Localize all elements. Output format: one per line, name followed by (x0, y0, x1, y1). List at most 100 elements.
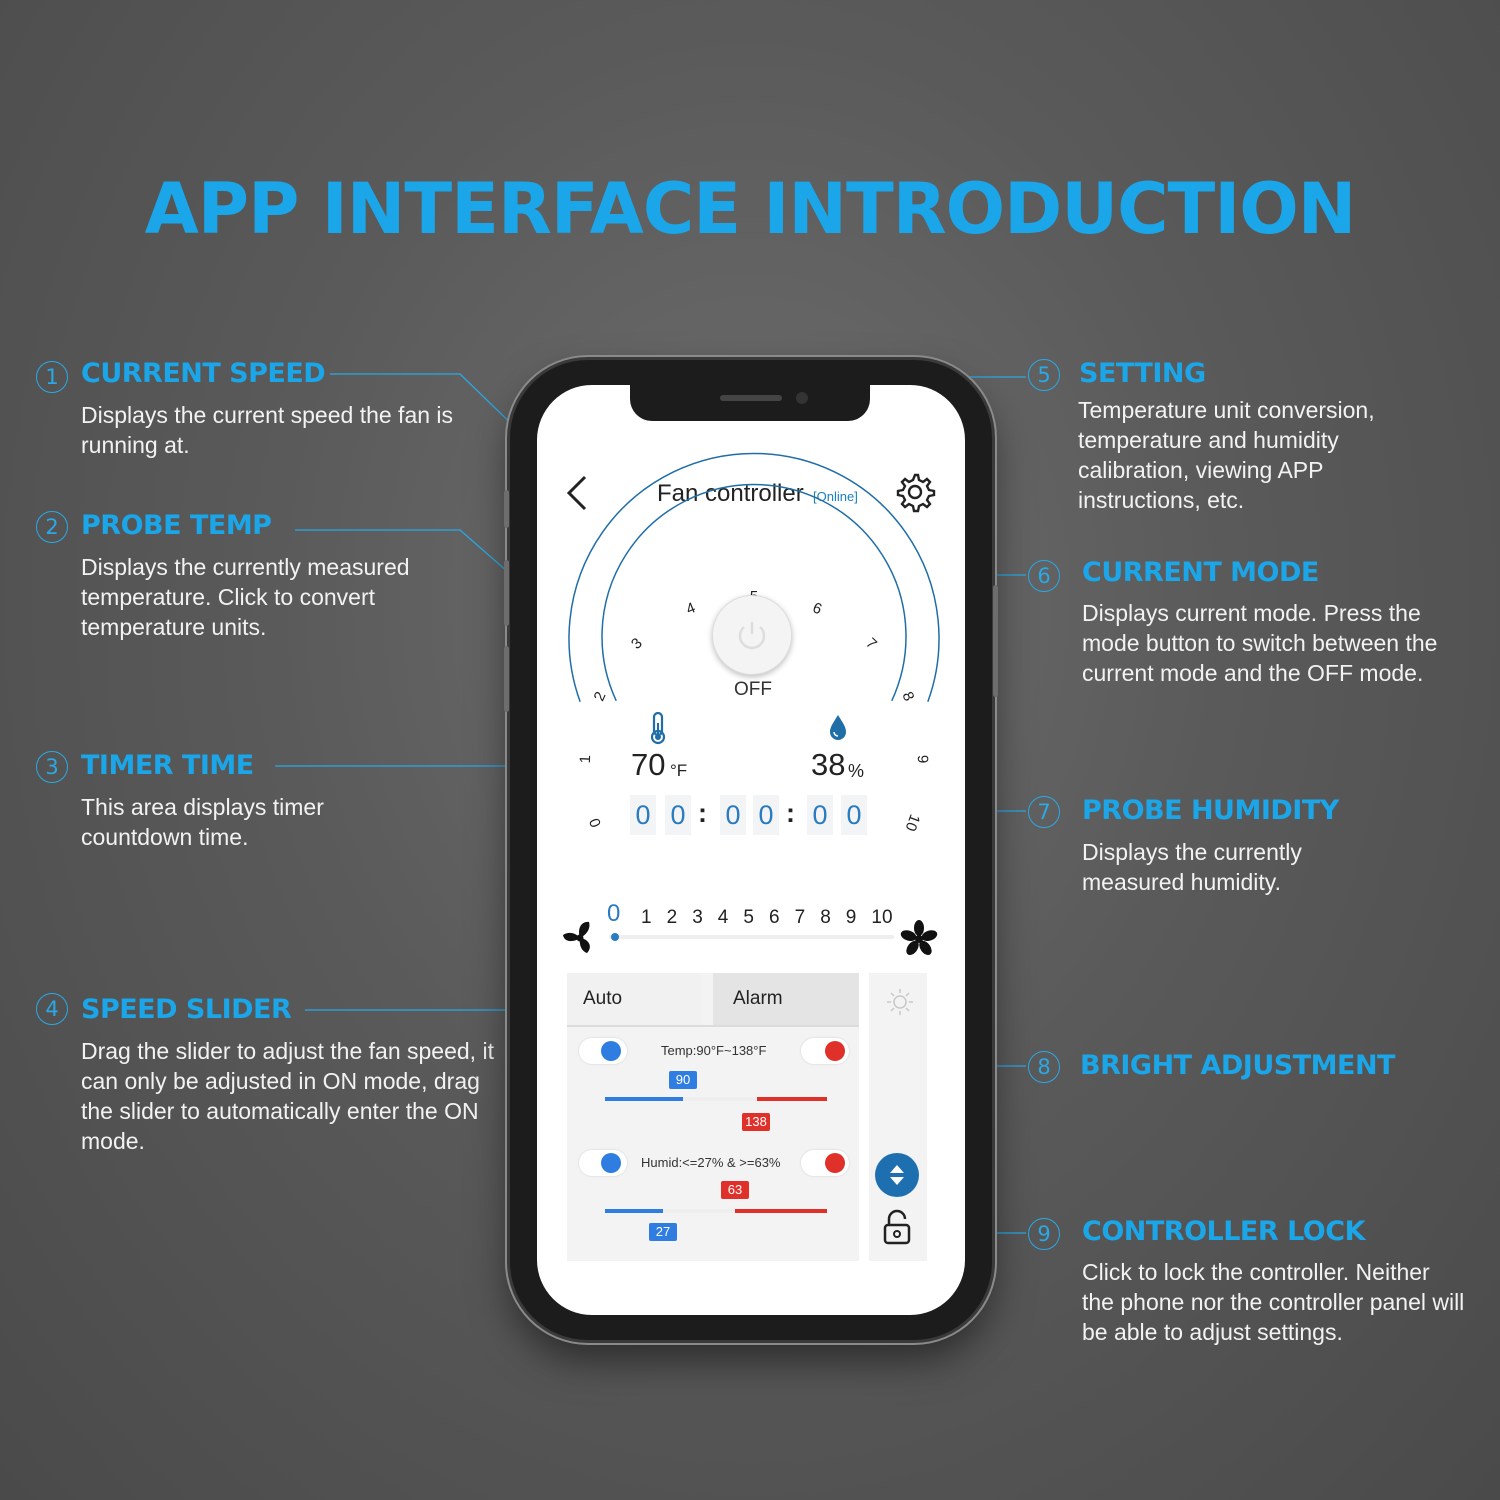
gear-icon[interactable] (894, 471, 936, 513)
speed-level-label[interactable]: 2 (666, 907, 678, 928)
temp-mid-range (683, 1097, 757, 1101)
callout-description: This area displays timer countdown time. (81, 794, 324, 850)
callout-heading: SPEED SLIDER (81, 994, 292, 1025)
callout-heading: SETTING (1079, 358, 1206, 389)
callout-number: 6 (1028, 560, 1060, 592)
phone-volume-down (504, 646, 509, 712)
humid-mid-range (663, 1209, 735, 1213)
temp-high-tag: 138 (742, 1113, 770, 1131)
speed-slider-track[interactable] (609, 935, 894, 939)
phone-silent-switch (504, 490, 509, 528)
humidity-unit: % (848, 761, 865, 781)
phone-notch (630, 385, 870, 421)
toggle-knob (601, 1041, 621, 1061)
probe-temperature[interactable]: 70 (631, 747, 666, 782)
speed-level-label[interactable]: 9 (845, 907, 857, 928)
timer-digit: 0 (753, 795, 779, 835)
callout-number: 2 (36, 511, 68, 543)
callout-number: 3 (36, 751, 68, 783)
speed-level-label[interactable]: 10 (871, 907, 893, 928)
temp-low-range[interactable] (605, 1097, 683, 1101)
timer-digit: 0 (630, 795, 656, 835)
mode-power-button[interactable] (712, 595, 792, 675)
dial-number: 7 (862, 635, 880, 653)
humid-high-range[interactable] (735, 1209, 827, 1213)
speed-slider-handle[interactable] (609, 931, 621, 943)
phone-power-button (993, 585, 998, 697)
mode-panel: Auto Alarm Temp:90°F~138°F 90 138 Humid:… (567, 973, 859, 1261)
notch-speaker (720, 395, 782, 401)
timer-digit: 0 (665, 795, 691, 835)
back-chevron-icon[interactable] (561, 473, 601, 513)
speed-level-label[interactable]: 7 (794, 907, 806, 928)
timer-digit: 0 (841, 795, 867, 835)
callout-number: 9 (1028, 1218, 1060, 1250)
speed-level-label[interactable]: 5 (743, 907, 754, 928)
speed-level-label[interactable]: 1 (641, 907, 652, 928)
callout-description: Displays the currently measured humidity… (1082, 839, 1302, 895)
speed-level-label[interactable]: 4 (717, 907, 729, 928)
dial-number: 4 (684, 599, 698, 618)
tab-divider (567, 1025, 859, 1027)
up-down-icon (890, 1165, 904, 1185)
callout-number: 7 (1028, 796, 1060, 828)
callout-number: 4 (36, 993, 68, 1025)
sun-icon[interactable] (885, 987, 915, 1017)
phone-volume-up (504, 560, 509, 626)
dial-number: 9 (914, 755, 931, 764)
callout-description: Displays current mode. Press the mode bu… (1082, 600, 1438, 686)
callout-description: Drag the slider to adjust the fan speed,… (81, 1038, 494, 1154)
dial-number: 8 (898, 689, 917, 704)
toggle-knob (825, 1041, 845, 1061)
water-drop-icon (830, 715, 846, 740)
dial-number: 3 (628, 635, 646, 653)
toggle-knob (601, 1153, 621, 1173)
thermometer-icon (650, 711, 666, 745)
tab-auto[interactable]: Auto (567, 973, 701, 1025)
speed-level-label[interactable]: 3 (692, 907, 703, 928)
tab-alarm[interactable]: Alarm (713, 973, 859, 1025)
connection-status: [Online] (813, 489, 858, 504)
temp-low-toggle[interactable] (579, 1038, 627, 1064)
callout-heading: PROBE TEMP (81, 510, 272, 541)
temp-high-range[interactable] (757, 1097, 827, 1101)
humid-high-toggle[interactable] (801, 1150, 849, 1176)
dial-number: 0 (586, 816, 605, 830)
dial-number: 1 (577, 755, 594, 764)
scroll-toggle-button[interactable] (875, 1153, 919, 1197)
humid-low-toggle[interactable] (579, 1150, 627, 1176)
callout-heading: CONTROLLER LOCK (1082, 1216, 1366, 1247)
lock-icon (883, 1209, 911, 1245)
dial-number: 10 (902, 812, 924, 833)
fan-large-icon (900, 920, 938, 956)
humid-low-tag: 27 (649, 1223, 677, 1241)
timer-digit: 0 (807, 795, 833, 835)
callout-description: Click to lock the controller. Neither th… (1082, 1259, 1465, 1345)
callout-number: 5 (1028, 359, 1060, 391)
callout-number: 1 (36, 361, 68, 393)
callout-heading: BRIGHT ADJUSTMENT (1080, 1050, 1395, 1081)
callout-heading: CURRENT SPEED (81, 358, 326, 389)
speed-current-value: 0 (607, 900, 621, 927)
probe-humidity: 38 (811, 747, 846, 782)
temperature-unit[interactable]: °F (670, 761, 688, 780)
speed-level-label[interactable]: 8 (820, 907, 831, 928)
humid-low-range[interactable] (605, 1209, 663, 1213)
toggle-knob (825, 1153, 845, 1173)
controller-lock-button[interactable] (873, 1203, 921, 1253)
speed-level-label[interactable]: 6 (769, 907, 780, 928)
power-icon (738, 622, 766, 650)
notch-camera (796, 392, 808, 404)
dial-number: 6 (810, 599, 824, 618)
callout-description: Temperature unit conversion, temperature… (1078, 397, 1375, 513)
callout-heading: TIMER TIME (81, 750, 254, 781)
callout-heading: PROBE HUMIDITY (1082, 795, 1339, 826)
timer-digit: 0 (720, 795, 746, 835)
callout-description: Displays the currently measured temperat… (81, 554, 410, 640)
temp-high-toggle[interactable] (801, 1038, 849, 1064)
timer-colon: : (786, 798, 795, 828)
dial-outer-arc (568, 452, 940, 702)
